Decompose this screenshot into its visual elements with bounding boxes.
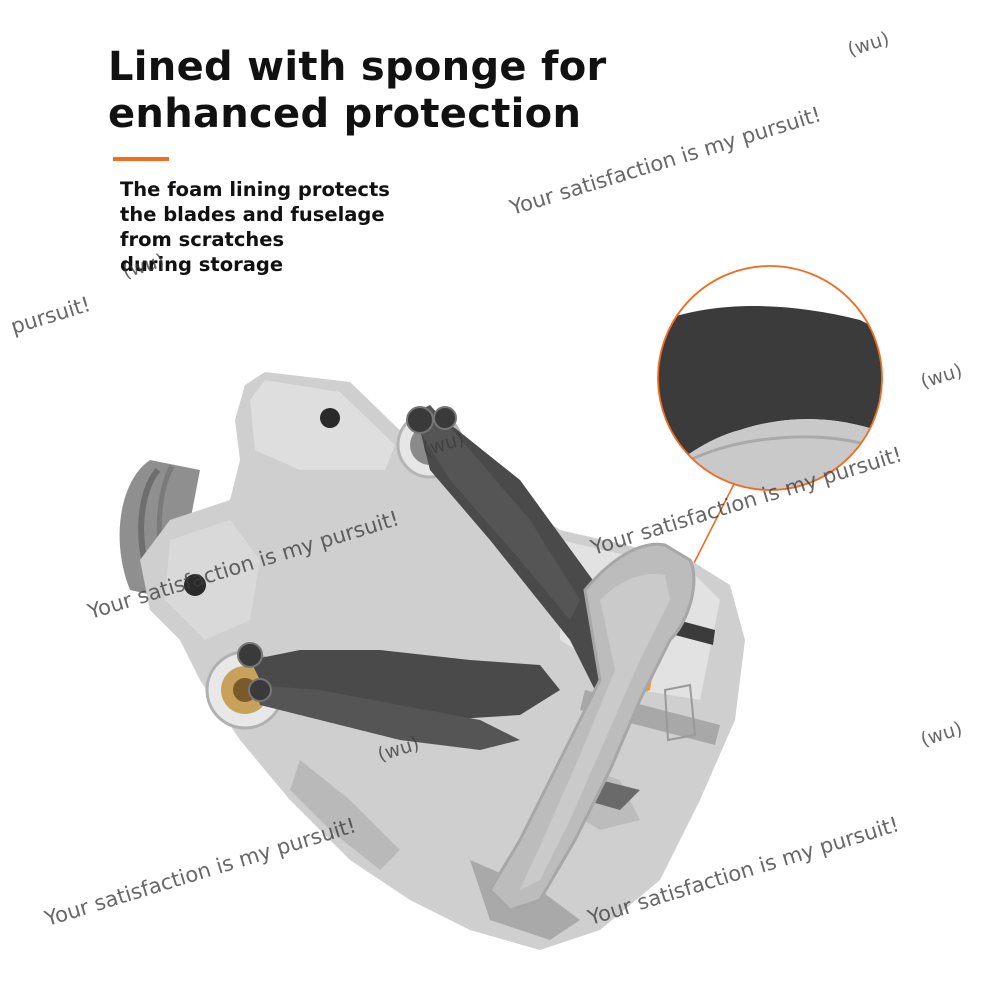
- drone-propellers: [237, 405, 620, 750]
- accent-divider: [113, 157, 169, 161]
- foam-zoom-callout: [657, 265, 883, 491]
- headline-line-2: enhanced protection: [108, 91, 582, 137]
- propeller-strap: [488, 542, 696, 912]
- description-line-4: during storage: [120, 253, 284, 276]
- headline: Lined with sponge for enhanced protectio…: [108, 44, 607, 138]
- description-line-3: from scratches: [120, 228, 285, 251]
- headline-line-1: Lined with sponge for: [108, 44, 607, 90]
- description-text: The foam lining protects the blades and …: [120, 177, 390, 277]
- description-line-1: The foam lining protects: [120, 178, 390, 201]
- description-line-2: the blades and fuselage: [120, 203, 385, 226]
